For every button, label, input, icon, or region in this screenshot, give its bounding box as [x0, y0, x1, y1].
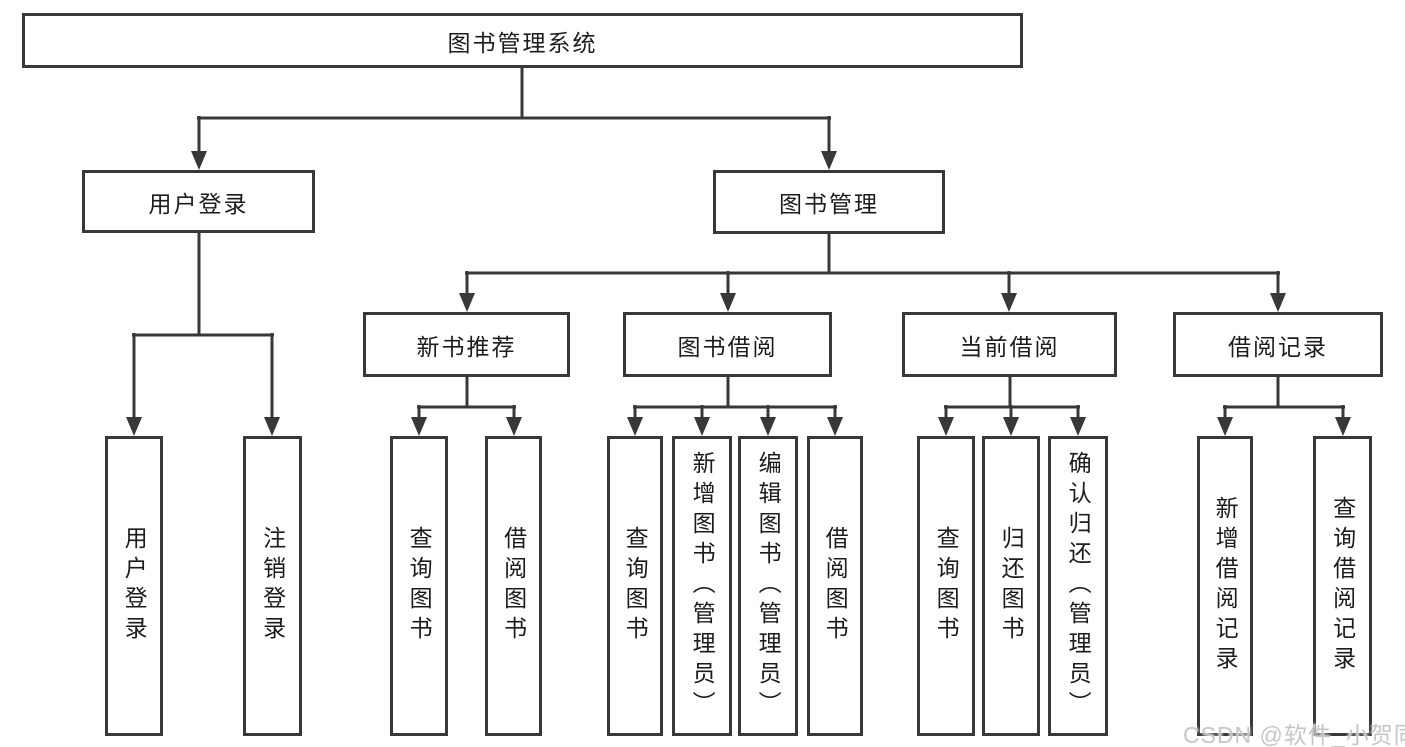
node-label: 图书借阅: [677, 333, 778, 360]
node-new-book-recommend: 新书推荐: [363, 312, 570, 377]
node-label: 新书推荐: [416, 333, 517, 360]
leaf-newbooks-borrow-books: 借阅图书: [485, 436, 542, 736]
leaf-borrow-query-books: 查询图书: [607, 436, 663, 736]
leaf-borrow-add-books-admin: 新增图书（管理员）: [672, 436, 732, 736]
node-label: 新增借阅记录: [1212, 496, 1239, 676]
leaf-newbooks-query-books: 查询图书: [390, 436, 448, 736]
node-borrow-records: 借阅记录: [1173, 312, 1383, 377]
node-label: 当前借阅: [959, 333, 1060, 360]
leaf-records-add-record: 新增借阅记录: [1197, 436, 1253, 736]
node-book-management: 图书管理: [713, 170, 945, 234]
leaf-user-login: 用户登录: [105, 436, 163, 736]
leaf-current-return-books: 归还图书: [982, 436, 1040, 736]
node-label: 图书管理系统: [447, 29, 598, 56]
node-label: 归还图书: [998, 526, 1025, 646]
node-root-library-system: 图书管理系统: [22, 13, 1023, 68]
leaf-borrow-borrow-books: 借阅图书: [807, 436, 863, 736]
leaf-logout-login: 注销登录: [243, 436, 302, 736]
node-label: 注销登录: [259, 526, 286, 646]
leaf-current-query-books: 查询图书: [917, 436, 975, 736]
leaf-records-query-record: 查询借阅记录: [1313, 436, 1372, 736]
csdn-watermark: CSDN @软件_小贺同学: [1183, 722, 1405, 747]
leaf-borrow-edit-books-admin: 编辑图书（管理员）: [738, 436, 798, 736]
node-label: 查询借阅记录: [1329, 496, 1356, 676]
node-label: 图书管理: [779, 191, 879, 217]
node-label: 用户登录: [148, 190, 249, 217]
node-label: 查询图书: [406, 526, 433, 646]
node-label: 确认归还（管理员）: [1065, 451, 1092, 721]
node-label: 用户登录: [121, 526, 148, 646]
node-user-login: 用户登录: [82, 170, 315, 233]
node-label: 查询图书: [933, 526, 960, 646]
node-label: 借阅记录: [1228, 333, 1328, 360]
node-current-borrow: 当前借阅: [902, 312, 1117, 377]
node-label: 新增图书（管理员）: [689, 451, 716, 721]
node-label: 编辑图书（管理员）: [755, 451, 782, 721]
node-label: 借阅图书: [822, 526, 849, 646]
node-label: 借阅图书: [500, 526, 527, 646]
node-book-borrow: 图书借阅: [623, 312, 832, 377]
node-label: 查询图书: [622, 526, 649, 646]
leaf-current-confirm-return-admin: 确认归还（管理员）: [1048, 436, 1108, 736]
